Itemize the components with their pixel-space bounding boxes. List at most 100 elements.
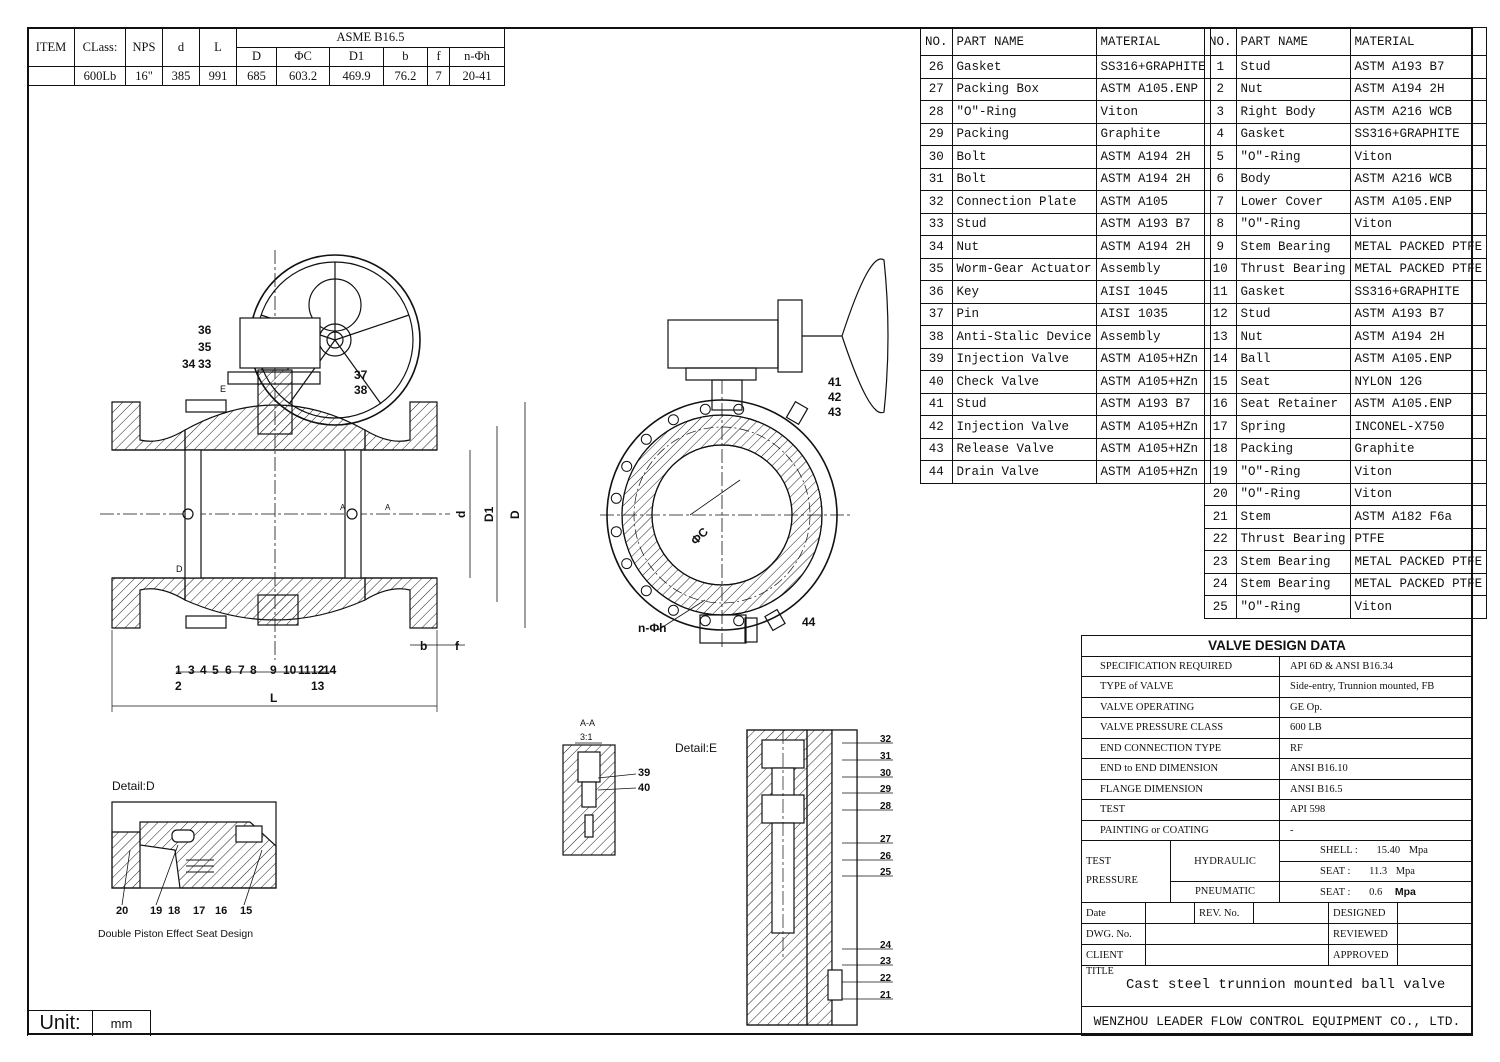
front-view bbox=[100, 250, 526, 712]
callout: 7 bbox=[238, 663, 245, 677]
part-number: 29 bbox=[920, 122, 953, 146]
l-header: L bbox=[199, 27, 237, 67]
callout: 39 bbox=[638, 767, 650, 779]
part-name: Thrust Bearing bbox=[1235, 527, 1351, 551]
mark-D: D bbox=[176, 564, 183, 574]
section-aa-labels: A-A 3:1 39 40 bbox=[580, 718, 650, 794]
callout: 27 bbox=[880, 834, 892, 845]
part-name-header: PART NAME bbox=[951, 27, 1097, 56]
bolt-hole bbox=[610, 492, 622, 504]
part-name: Check Valve bbox=[951, 370, 1097, 394]
part-material: Viton bbox=[1349, 145, 1488, 169]
lower-cover bbox=[257, 594, 299, 626]
section-aa bbox=[562, 742, 637, 856]
hydraulic-label: HYDRAULIC bbox=[1170, 840, 1280, 882]
part-material: ASTM A193 B7 bbox=[1349, 55, 1488, 79]
bolt-hole bbox=[667, 604, 679, 616]
seat-unit: Mpa bbox=[1395, 865, 1415, 877]
callout: 37 bbox=[354, 368, 368, 382]
unit-box: Unit: mm bbox=[27, 1010, 151, 1036]
shell-value: 15.40 bbox=[1376, 845, 1401, 857]
unit-label: Unit: bbox=[28, 1011, 93, 1036]
part-name: Bolt bbox=[951, 145, 1097, 169]
left-flange bbox=[111, 401, 186, 451]
callout: 18 bbox=[168, 905, 180, 917]
detail-e bbox=[746, 729, 858, 1026]
part-name: Stem Bearing bbox=[1235, 572, 1351, 596]
unit-value: mm bbox=[110, 1016, 133, 1031]
part-name-header: PART NAME bbox=[1235, 27, 1351, 56]
part-number: 25 bbox=[1204, 595, 1237, 619]
part-material: Viton bbox=[1349, 212, 1488, 236]
callout: 33 bbox=[198, 357, 212, 371]
part-name: Lower Cover bbox=[1235, 190, 1351, 214]
dim-D1: D1 bbox=[482, 506, 496, 522]
part-number: 42 bbox=[920, 415, 953, 439]
callout: 35 bbox=[198, 340, 212, 354]
test-pressure-label: TEST PRESSURE bbox=[1081, 840, 1171, 903]
detail-d bbox=[111, 801, 277, 906]
part-number: 40 bbox=[920, 370, 953, 394]
part-name: Body bbox=[1235, 167, 1351, 191]
part-material: ASTM A194 2H bbox=[1095, 167, 1211, 191]
title-label: TITLE bbox=[1086, 966, 1114, 978]
bolt-holes bbox=[610, 403, 745, 627]
detail-d-body bbox=[111, 831, 141, 889]
part-name: Connection Plate bbox=[951, 190, 1097, 214]
left-flange-bottom bbox=[111, 577, 186, 629]
callout: 1 bbox=[175, 663, 182, 677]
part-material: Viton bbox=[1349, 482, 1488, 506]
part-name: "O"-Ring bbox=[1235, 482, 1351, 506]
callout: 16 bbox=[215, 905, 227, 917]
detail-d-caption: Double Piston Effect Seat Design bbox=[98, 928, 253, 940]
dim-b: b bbox=[420, 639, 427, 653]
test-label: TEST bbox=[1086, 856, 1112, 868]
seat-pneumatic-pressure: SEAT : 0.6 Mpa bbox=[1279, 881, 1473, 903]
pneumatic-label: PNEUMATIC bbox=[1170, 881, 1280, 903]
callout: 26 bbox=[880, 851, 892, 862]
part-material: METAL PACKED PTFE bbox=[1349, 572, 1488, 596]
seat-pressure: SEAT : 11.3 Mpa bbox=[1279, 860, 1473, 882]
right-seat bbox=[344, 449, 362, 579]
part-name: Thrust Bearing bbox=[1235, 257, 1351, 281]
part-name: Ball bbox=[1235, 347, 1351, 371]
part-name: Anti-Stalic Device bbox=[951, 325, 1097, 349]
callout: 22 bbox=[880, 973, 892, 984]
right-flange-bottom bbox=[364, 577, 438, 629]
seat-label: SEAT : bbox=[1320, 865, 1351, 877]
bolt-hole bbox=[699, 403, 711, 415]
callout: 12 bbox=[311, 663, 325, 677]
callout: 38 bbox=[354, 383, 368, 397]
callout: 21 bbox=[880, 990, 892, 1001]
part-material: Viton bbox=[1349, 595, 1488, 619]
table-row: PAINTING or COATING- bbox=[1081, 819, 1473, 841]
callout: 9 bbox=[270, 663, 277, 677]
callout: 36 bbox=[198, 323, 212, 337]
part-number: 4 bbox=[1204, 122, 1237, 146]
part-material: SS316+GRAPHITE bbox=[1349, 280, 1488, 304]
callout: 29 bbox=[880, 784, 892, 795]
part-number: 21 bbox=[1204, 505, 1237, 529]
design-value: API 598 bbox=[1279, 799, 1473, 821]
part-number: 20 bbox=[1204, 482, 1237, 506]
bolt-hole bbox=[699, 615, 711, 627]
